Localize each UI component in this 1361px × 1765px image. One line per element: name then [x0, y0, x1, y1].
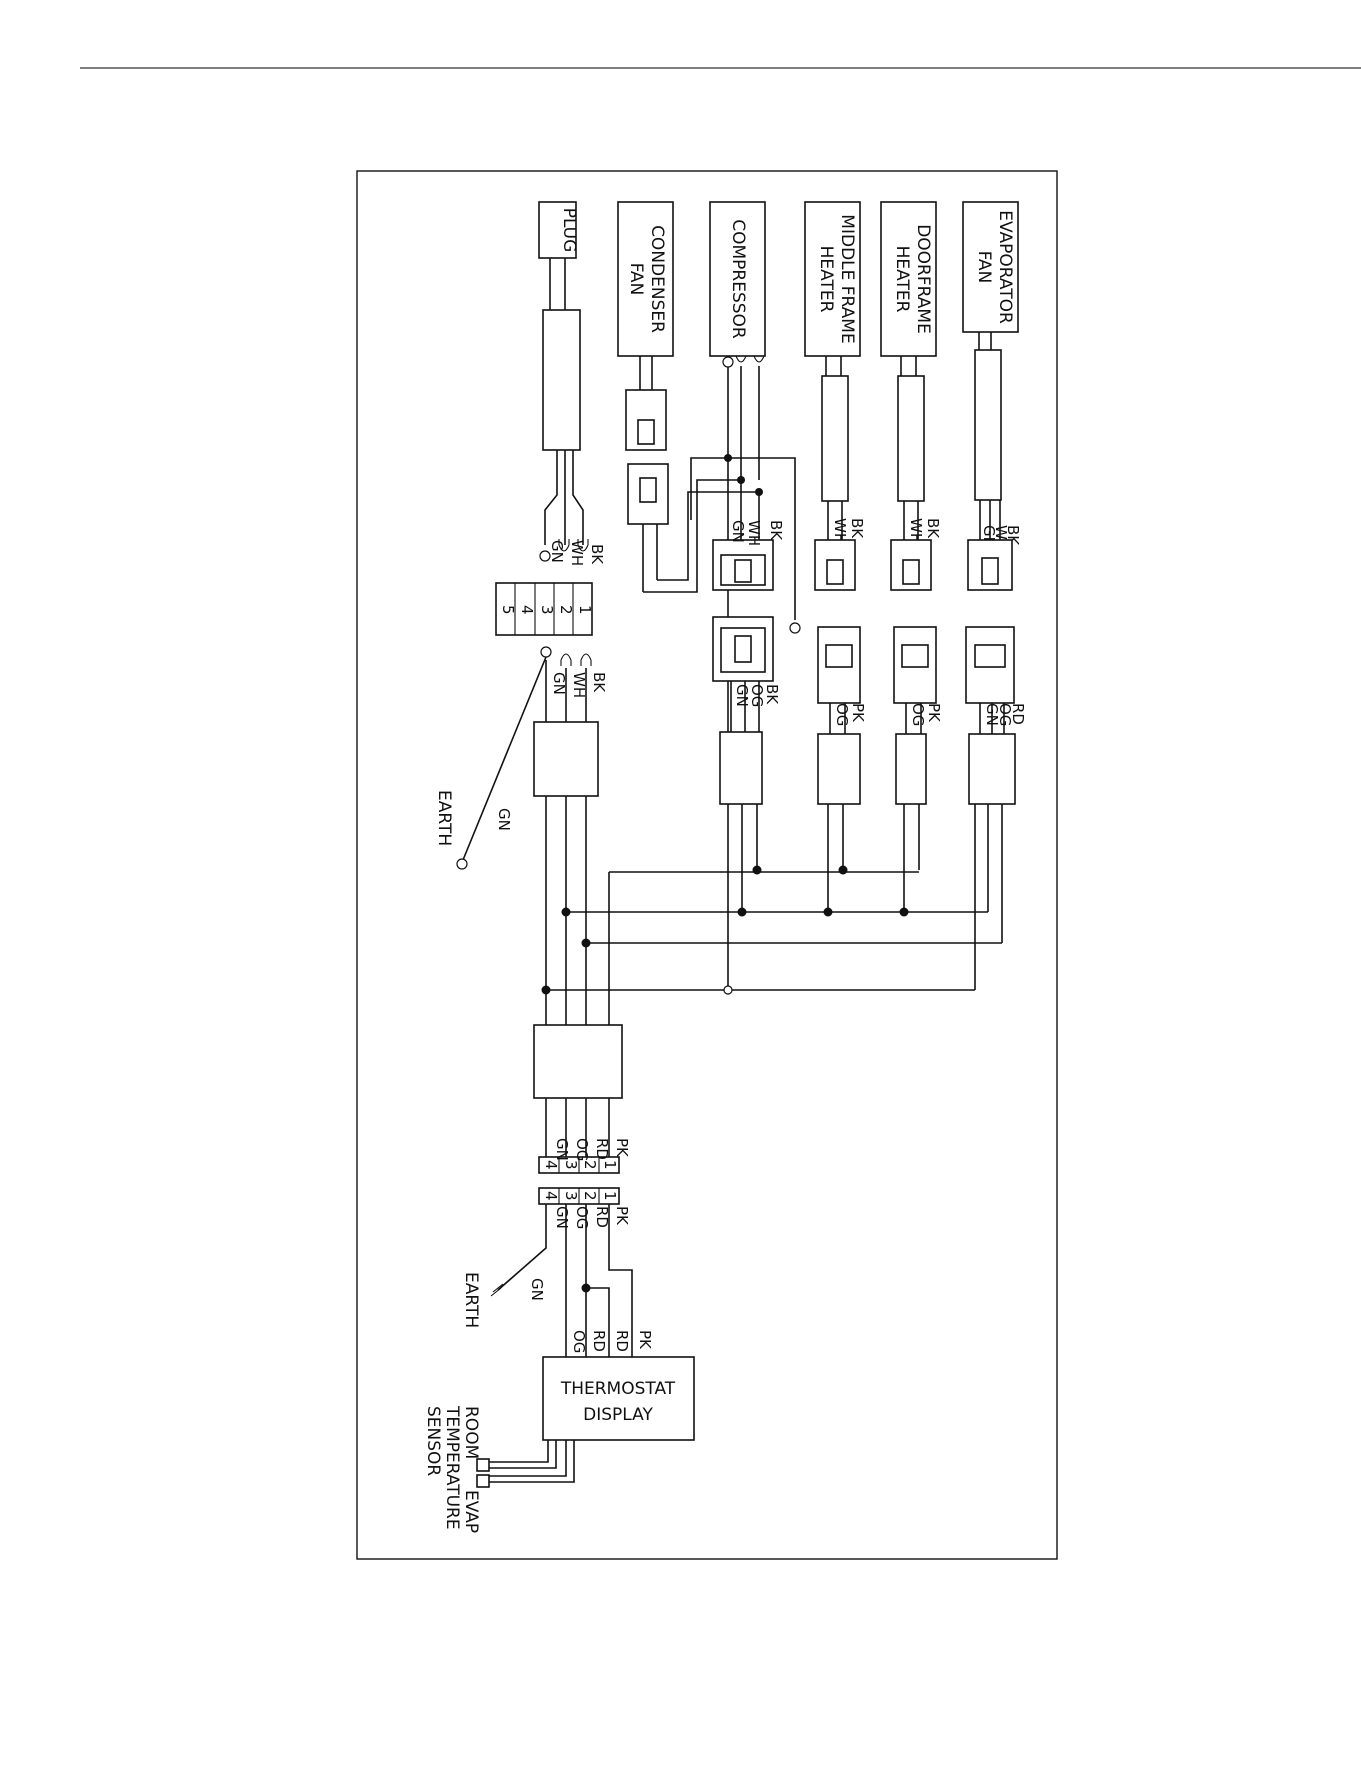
wire-labels-plug-0-label: BK [588, 544, 606, 565]
wire-labels-thermostat-in-1-label: RD [613, 1330, 631, 1352]
wire-labels-connector-a-1-label: RD [593, 1138, 611, 1160]
components-thermostat-display-0-label: THERMOSTAT [560, 1379, 676, 1399]
terminal-block: 1 2 3 4 5 [496, 583, 594, 635]
components-doorframe-heater-1-label: HEATER [892, 246, 912, 313]
terminal-block-numbers-1-label: 2 [557, 605, 575, 615]
wire-labels-connector-b-2-label: OG [573, 1206, 591, 1229]
components-thermostat-display-1-label: DISPLAY [583, 1405, 653, 1425]
wire-labels-doorframe-heater-out-1-label: OG [909, 703, 927, 726]
wire-labels-evap-fan-out-2-label: GN [983, 703, 1001, 726]
terminal-block-numbers-0-label: 1 [576, 605, 594, 615]
wire-labels-doorframe-heater-in-0-label: BK [924, 518, 942, 539]
wire-labels-connector-b-0-label: PK [613, 1206, 631, 1226]
evaporator-fan-box: EVAPORATOR FAN [963, 202, 1018, 332]
components-compressor-label: COMPRESSOR [728, 219, 748, 339]
connector-numbers-3-label: 4 [542, 1160, 560, 1170]
wire-labels-earth-wire-label: GN [528, 1278, 546, 1301]
sensors-room-label: ROOM [461, 1406, 481, 1459]
plug-box: PLUG [539, 202, 579, 258]
wire-labels-plug-2-label: GN [548, 540, 566, 563]
compressor-box: COMPRESSOR [710, 202, 765, 356]
bus-lines [542, 866, 1003, 995]
condenser-fan-box: CONDENSER FAN [618, 202, 673, 356]
compressor-connector-out: BK OG GN [713, 617, 781, 912]
wire-labels-connector-a-2-label: OG [573, 1138, 591, 1161]
connector-numbers-0-label: 1 [601, 1191, 619, 1201]
wire-labels-connector-a-3-label: GN [553, 1138, 571, 1161]
wire-labels-middle-heater-in-0-label: BK [848, 518, 866, 539]
connector-numbers-3-label: 4 [542, 1191, 560, 1201]
connector-numbers-0-label: 1 [601, 1160, 619, 1170]
terminal-block-numbers-4-label: 5 [499, 605, 517, 615]
wire-labels-thermostat-in-0-label: PK [636, 1330, 654, 1350]
plug-cord [543, 258, 583, 545]
wire-labels-compressor-in-0-label: BK [767, 520, 785, 541]
components-condenser-fan-1-label: FAN [626, 263, 646, 296]
middle-frame-heater-box: MIDDLE FRAME HEATER [805, 202, 860, 356]
wire-labels-earth-wire-label: GN [495, 808, 513, 831]
doorframe-heater-harness: BK WH PK OG [891, 356, 943, 912]
components-evaporator-fan-1-label: FAN [974, 251, 994, 284]
sensors-evap-label: EVAP [461, 1490, 481, 1533]
evap-sensor-icon [477, 1475, 489, 1487]
earth-lead-lower: GN EARTH [461, 1204, 546, 1328]
room-sensor-icon [477, 1459, 489, 1471]
wire-labels-connector-a-0-label: PK [613, 1138, 631, 1158]
connector-numbers-1-label: 2 [581, 1191, 599, 1201]
components-evaporator-fan-0-label: EVAPORATOR [995, 210, 1015, 324]
components-middle-frame-heater-1-label: HEATER [816, 246, 836, 313]
components-plug-label: PLUG [559, 208, 579, 253]
earth-label-label: EARTH [461, 1272, 481, 1328]
connector-b: 1 2 3 4 PK RD OG GN [539, 1188, 631, 1229]
earth-label-label: EARTH [434, 790, 454, 846]
components-condenser-fan-0-label: CONDENSER [647, 225, 667, 333]
terminal-block-numbers-2-label: 3 [538, 605, 556, 615]
sensors-caption-1-label: SENSOR [423, 1406, 443, 1476]
sensors-caption-0-label: TEMPERATURE [442, 1405, 462, 1530]
thermostat-display-box: THERMOSTAT DISPLAY [543, 1357, 694, 1440]
main-trunk [534, 660, 622, 1098]
components-middle-frame-heater-0-label: MIDDLE FRAME [837, 214, 857, 343]
wire-labels-plug-1-label: WH [568, 540, 586, 566]
connector-numbers-2-label: 3 [562, 1191, 580, 1201]
compressor-connector-in: BK WH GN [713, 480, 785, 590]
wire-labels-thermostat-in-2-label: RD [590, 1330, 608, 1352]
plug-wire-labels: BK WH GN [548, 540, 606, 566]
terminal-output-terminals [541, 647, 591, 666]
wire-labels-middle-heater-out-1-label: OG [833, 703, 851, 726]
doorframe-heater-box: DOORFRAME HEATER [881, 202, 936, 356]
evaporator-fan-harness: BK WH GN RD OG GN [966, 332, 1027, 990]
wire-labels-connector-b-3-label: GN [553, 1206, 571, 1229]
middle-frame-heater-harness: BK WH PK OG [815, 356, 867, 912]
terminal-output-labels: BK WH GN [550, 672, 608, 698]
condenser-fan-connector [626, 356, 668, 592]
wire-labels-terminal-out-0-label: BK [590, 672, 608, 693]
wire-labels-thermostat-in-3-label: OG [570, 1330, 588, 1353]
earth-lead-upper: GN EARTH [434, 657, 546, 869]
wire-labels-compressor-in-2-label: GN [729, 520, 747, 543]
wire-labels-compressor-out-2-label: GN [733, 684, 751, 707]
connector-a: 1 2 3 4 PK RD OG GN [539, 1138, 631, 1173]
components-doorframe-heater-0-label: DOORFRAME [913, 224, 933, 334]
terminal-block-numbers-3-label: 4 [518, 605, 536, 615]
